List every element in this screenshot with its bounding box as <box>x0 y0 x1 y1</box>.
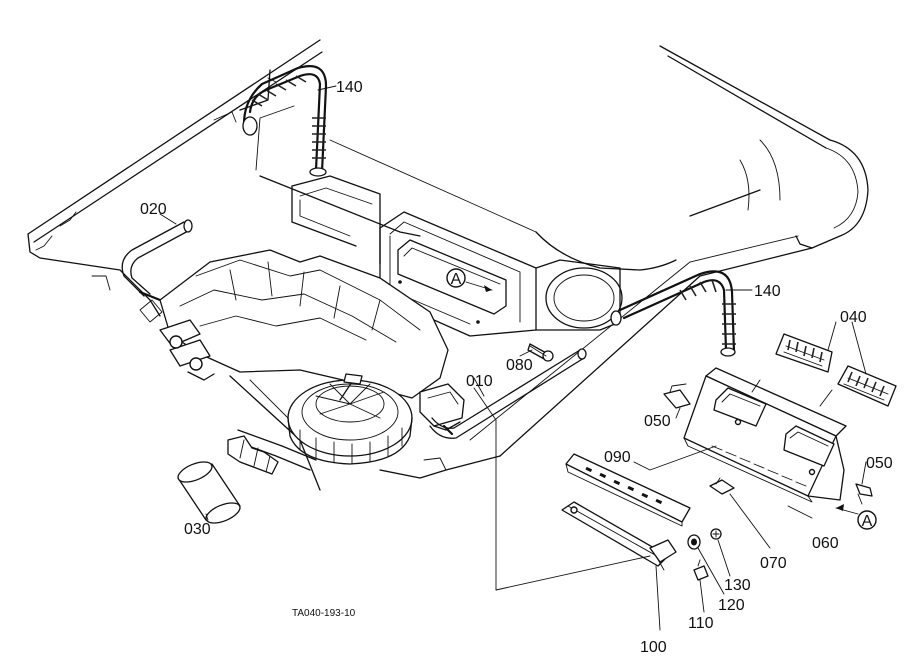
rod-100 <box>561 501 677 571</box>
part-030-sleeve <box>177 461 241 524</box>
label-140-right: 140 <box>754 283 781 300</box>
pipe-010 <box>429 348 587 439</box>
label-130: 130 <box>724 577 751 594</box>
panel-090 <box>565 453 691 527</box>
pipe-020 <box>121 219 193 302</box>
vent-grilles-040 <box>775 333 897 407</box>
label-090: 090 <box>604 449 631 466</box>
knob-120 <box>687 534 701 550</box>
assembly-lines <box>473 387 651 591</box>
label-070: 070 <box>760 555 787 572</box>
lower-hose <box>227 429 317 475</box>
label-030: 030 <box>184 521 211 538</box>
ref-a-text-right: A <box>862 513 873 530</box>
label-110: 110 <box>688 615 714 632</box>
figure-code: TA040-193-10 <box>292 608 356 619</box>
hose-140-right <box>610 270 736 357</box>
clip-110 <box>693 559 709 581</box>
label-050-left: 050 <box>644 413 671 430</box>
clip-050-left <box>663 383 691 409</box>
label-100: 100 <box>640 639 667 656</box>
leader-lines <box>159 85 867 631</box>
label-050-right: 050 <box>866 455 893 472</box>
label-010: 010 <box>466 373 493 390</box>
screw-080 <box>527 343 554 362</box>
ref-a-marker-right: A <box>857 510 877 530</box>
bracket-060 <box>683 367 847 503</box>
label-120: 120 <box>718 597 745 614</box>
label-020: 020 <box>140 201 167 218</box>
screw-130 <box>710 528 722 540</box>
ref-a-text-main: A <box>451 271 462 288</box>
hose-140-top <box>242 65 328 177</box>
clip-070 <box>709 477 735 495</box>
label-080: 080 <box>506 357 533 374</box>
label-040: 040 <box>840 309 867 326</box>
ref-a-marker-main: A <box>446 268 466 288</box>
label-060: 060 <box>812 535 839 552</box>
label-140-top: 140 <box>336 79 363 96</box>
heater-unit <box>139 249 465 465</box>
clip-050-right <box>855 483 873 505</box>
